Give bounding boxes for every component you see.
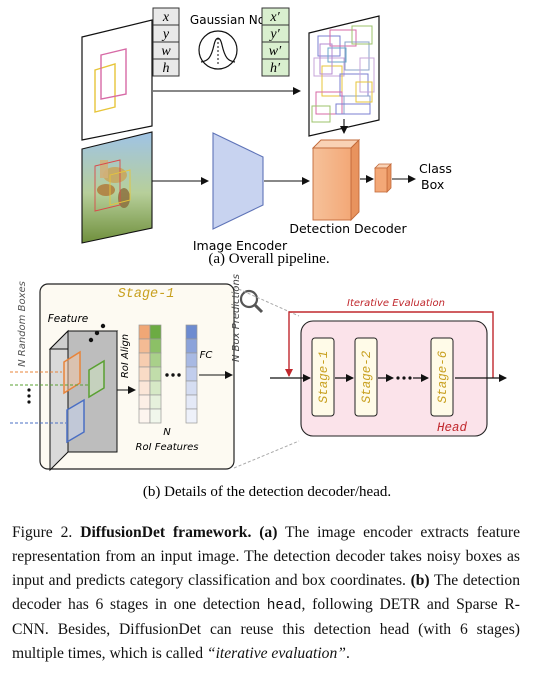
- input-box-vars-table: x y w h: [152, 7, 180, 77]
- iterative-label: Iterative Evaluation: [347, 298, 445, 309]
- var-y: y: [161, 27, 170, 42]
- caption-code-head: head: [266, 598, 302, 614]
- stage-block-1: Stage-1: [311, 337, 335, 417]
- var-x-prime: x′: [269, 10, 280, 25]
- figure-diagram: x y w h Gaussian Noise x′ y′ w′ h′: [10, 7, 507, 500]
- caption-italic: “iterative evaluation”: [206, 645, 346, 662]
- var-h-prime: h′: [270, 61, 281, 76]
- stage-block-6: Stage-6: [430, 337, 454, 417]
- image-encoder-label: Image Encoder: [193, 238, 288, 253]
- noisy-box-vars-table: x′ y′ w′ h′: [261, 7, 290, 77]
- var-w: w: [161, 44, 171, 59]
- output-block: [374, 163, 392, 193]
- caption-b-text1: The detection decoder has 6 stages in on…: [12, 572, 520, 613]
- detection-decoder-label: Detection Decoder: [289, 221, 407, 236]
- output-class-label: Class: [419, 161, 452, 176]
- roi-features-label: RoI Features: [136, 442, 199, 453]
- svg-text:Stage-1: Stage-1: [317, 351, 331, 404]
- caption-title: DiffusionDet framework.: [80, 524, 252, 541]
- roi-align-label: RoI Align: [120, 334, 131, 378]
- iterative-loop: [285, 311, 494, 378]
- box-predictions-label: N Box Predictions: [231, 274, 242, 362]
- image-encoder-block: [212, 132, 264, 230]
- roi-boxes: [63, 350, 105, 444]
- var-x: x: [162, 10, 170, 25]
- gaussian-noise-label: Gaussian Noise: [190, 13, 282, 27]
- caption-b-text2: , following DETR and Sparse R-CNN. Besid…: [12, 596, 520, 662]
- stage-1-title: Stage-1: [118, 287, 175, 302]
- input-image: [81, 131, 153, 244]
- svg-text:Stage-2: Stage-2: [360, 350, 374, 403]
- caption-a-text: The image encoder extracts feature repre…: [12, 524, 521, 589]
- panel-a: x y w h Gaussian Noise x′ y′ w′ h′: [81, 7, 452, 267]
- var-y-prime: y′: [268, 27, 280, 42]
- caption-b-tag: (b): [410, 572, 430, 589]
- stage-block-2: Stage-2: [354, 337, 378, 417]
- panel-b: Stage-1 N Random Boxes Feature RoI: [10, 274, 507, 500]
- subcaption-b: (b) Details of the detection decoder/hea…: [143, 484, 391, 500]
- caption-end: .: [345, 645, 350, 662]
- roi-features: [138, 324, 198, 424]
- subcaption-a: (a) Overall pipeline.: [208, 251, 329, 267]
- var-h: h: [163, 61, 170, 76]
- magnifier-icon: [239, 289, 264, 314]
- svg-text:Stage-6: Stage-6: [436, 350, 450, 403]
- var-w-prime: w′: [269, 44, 282, 59]
- detection-decoder-block: [311, 138, 361, 222]
- roi-features-n: N: [163, 427, 171, 438]
- random-boxes-label: N Random Boxes: [17, 281, 28, 367]
- caption-fig-num: Figure 2.: [12, 524, 73, 541]
- feature-map: [48, 323, 119, 472]
- feature-label: Feature: [48, 313, 88, 325]
- head-label: Head: [437, 421, 468, 435]
- gaussian-noise-icon: [198, 30, 238, 70]
- noisy-boxes-frame: [308, 15, 380, 137]
- fc-label: FC: [200, 350, 213, 361]
- input-boxes-frame: [81, 19, 153, 141]
- caption-a-tag: (a): [259, 524, 278, 541]
- figure-caption: Figure 2. DiffusionDet framework. (a) Th…: [12, 521, 520, 666]
- output-box-label: Box: [421, 177, 444, 192]
